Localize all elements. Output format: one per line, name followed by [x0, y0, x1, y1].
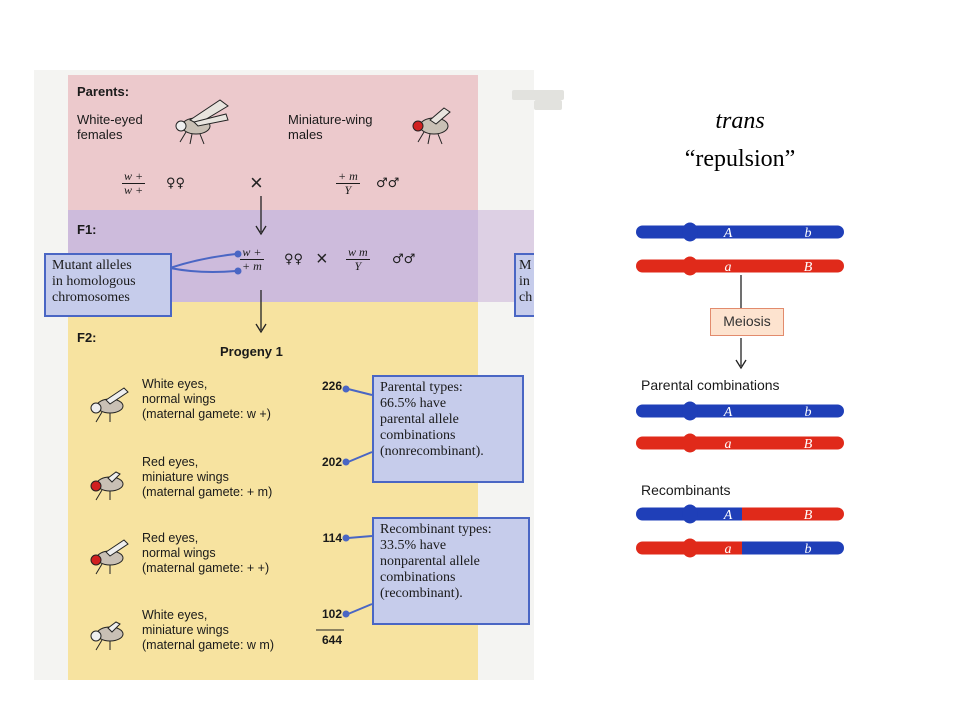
connector-dot [234, 250, 242, 258]
chromosome-arm [636, 404, 844, 418]
progeny-row: White eyes, normal wings (maternal gamet… [142, 377, 271, 421]
crossover-junction [742, 507, 750, 521]
allele-label: b [805, 226, 812, 241]
female-genotype: w + w + [122, 169, 146, 197]
parents-label: Parents: [77, 84, 130, 99]
connector-dot [234, 267, 242, 275]
allele-label: A [723, 226, 733, 241]
connector-dot [342, 458, 350, 466]
chromosome-arm [742, 541, 844, 555]
parental-connector-upper [347, 388, 373, 396]
progeny-title: Progeny 1 [220, 344, 283, 359]
centromere [682, 256, 698, 276]
white-eyed-fly-icon [175, 99, 229, 145]
repulsion-title: “repulsion” [684, 146, 796, 172]
ghost-text [534, 100, 562, 110]
progeny-count: 226 [321, 379, 342, 393]
allele-label: a [725, 260, 732, 275]
female-sex-symbols: ♀♀ [166, 176, 186, 191]
cropped-callout: M in ch [514, 253, 534, 317]
trans-title: trans [715, 108, 765, 134]
connector-dot [342, 610, 350, 618]
f1-label: F1: [77, 222, 97, 237]
f1-female-sex-symbols: ♀♀ [284, 252, 304, 267]
centromere [682, 401, 698, 421]
male-sex-symbols: ♂♂ [376, 176, 400, 191]
recombinant-types-callout: Recombinant types: 33.5% have nonparenta… [372, 517, 530, 625]
chromosome-arm [636, 436, 844, 450]
ghost-text [512, 90, 564, 100]
allele-label: a [725, 437, 732, 452]
parental-combinations-heading: Parental combinations [641, 377, 780, 393]
parental-types-callout: Parental types: 66.5% have parental alle… [372, 375, 524, 483]
white-eyed-fly-icon [90, 387, 129, 423]
progeny-row: White eyes, miniature wings (maternal ga… [142, 608, 274, 652]
crossover-junction [742, 541, 750, 555]
mutant-alleles-callout: Mutant alleles in homologous chromosomes [44, 253, 172, 317]
miniature-wing-fly-icon [412, 107, 451, 145]
centromere [682, 222, 698, 242]
f1-cross-symbol: × [316, 248, 328, 270]
male-genotype: + m Y [336, 169, 360, 197]
f2-label: F2: [77, 330, 97, 345]
mutant-connector-upper [169, 253, 237, 269]
allele-label: b [805, 405, 812, 420]
f1-female-genotype: w + + m [240, 245, 264, 273]
allele-label: A [723, 508, 733, 523]
recombinants-heading: Recombinants [641, 482, 731, 498]
mutant-connector-lower [169, 267, 237, 273]
progeny-row: Red eyes, miniature wings (maternal game… [142, 455, 273, 499]
connector-dot [342, 385, 350, 393]
red-eyed-fly-icon [90, 539, 129, 575]
chromosome-arm [636, 225, 844, 239]
chromosome-arm [636, 259, 844, 273]
progeny-count: 202 [321, 455, 342, 469]
cross-symbol: × [250, 170, 263, 195]
meiosis-box: Meiosis [710, 308, 784, 336]
white-eyed-miniature-wing-fly-icon [90, 621, 124, 651]
progeny-row: Red eyes, normal wings (maternal gamete:… [142, 531, 270, 575]
centromere [682, 504, 698, 524]
red-eyed-miniature-wing-fly-icon [90, 471, 124, 501]
connector-dot [342, 534, 350, 542]
f1-male-sex-symbols: ♂♂ [392, 252, 416, 267]
recombinant-connector-upper [347, 535, 373, 539]
allele-label: b [805, 542, 812, 557]
progeny-count: 102 [321, 607, 342, 621]
parents-panel [68, 75, 478, 210]
arrowhead [735, 359, 747, 370]
allele-label: A [723, 405, 733, 420]
allele-label: B [804, 260, 813, 275]
allele-label: B [804, 437, 813, 452]
f1-male-genotype: w m Y [346, 245, 370, 273]
recombinant-connector-lower [347, 603, 373, 615]
parental-connector-lower [347, 451, 373, 463]
allele-label: a [725, 542, 732, 557]
progeny-count: 114 [322, 531, 342, 545]
centromere [682, 433, 698, 453]
allele-label: B [804, 508, 813, 523]
centromere [682, 538, 698, 558]
chromosome-arm [742, 507, 844, 521]
progeny-total: 644 [321, 633, 342, 647]
